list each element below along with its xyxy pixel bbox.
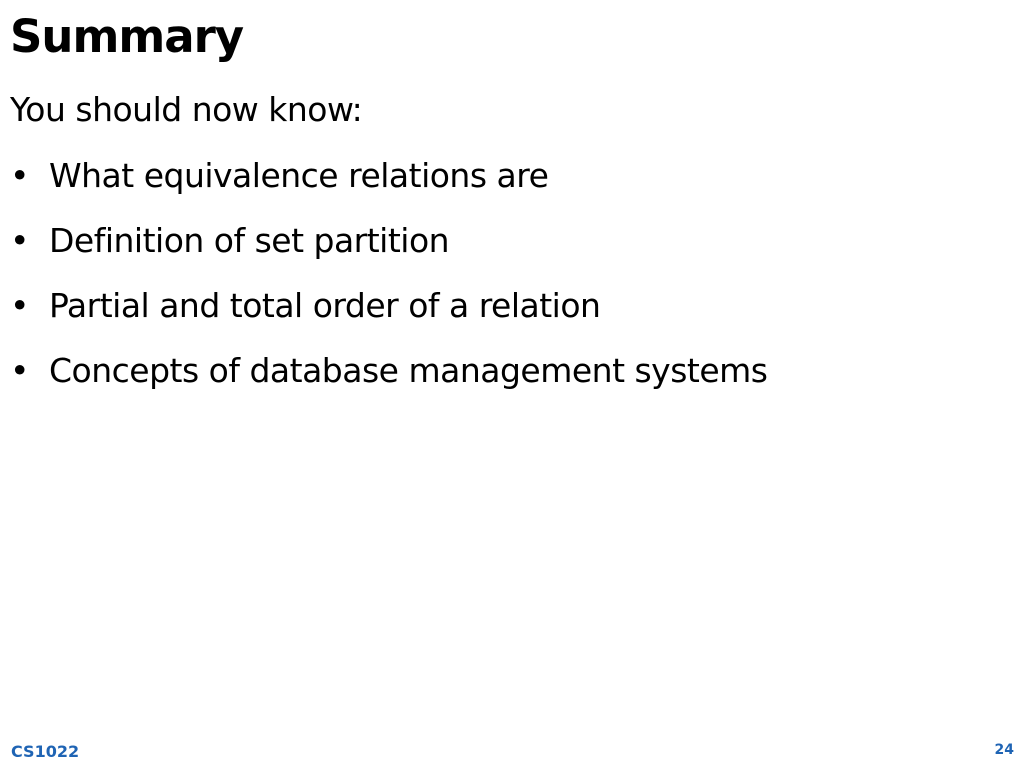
bullet-item: • Concepts of database management system… bbox=[10, 347, 1010, 395]
intro-text: You should now know: bbox=[10, 90, 363, 129]
course-code: CS1022 bbox=[11, 742, 80, 761]
bullet-text: Partial and total order of a relation bbox=[49, 286, 601, 325]
bullet-text: Definition of set partition bbox=[49, 221, 450, 260]
bullet-dot-icon: • bbox=[10, 221, 29, 260]
bullet-item: • Definition of set partition bbox=[10, 217, 1010, 265]
bullet-dot-icon: • bbox=[10, 286, 29, 325]
bullet-item: • What equivalence relations are bbox=[10, 152, 1010, 200]
bullet-list: • What equivalence relations are • Defin… bbox=[10, 152, 1010, 395]
bullet-dot-icon: • bbox=[10, 351, 29, 390]
slide-title: Summary bbox=[10, 10, 244, 63]
bullet-dot-icon: • bbox=[10, 156, 29, 195]
slide-body: You should now know: • What equivalence … bbox=[10, 86, 1010, 412]
page-number: 24 bbox=[994, 742, 1014, 758]
bullet-text: What equivalence relations are bbox=[49, 156, 549, 195]
bullet-item: • Partial and total order of a relation bbox=[10, 282, 1010, 330]
bullet-text: Concepts of database management systems bbox=[49, 351, 768, 390]
